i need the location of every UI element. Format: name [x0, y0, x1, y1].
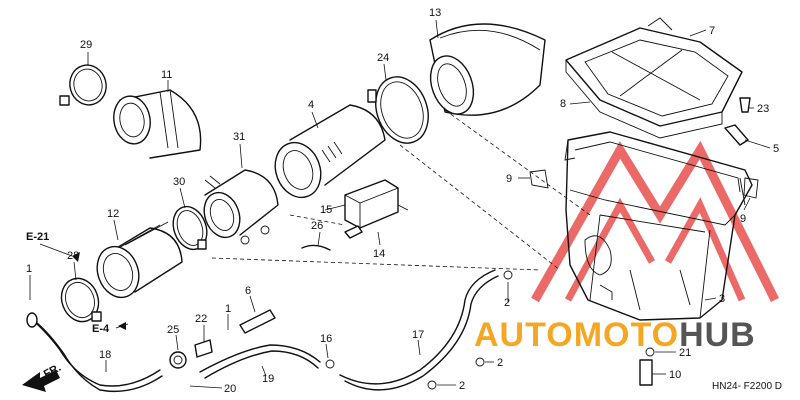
hoses: [26, 269, 499, 393]
label-4: 4: [308, 99, 314, 111]
label-28: 28: [67, 250, 79, 262]
ref-e21: E-21: [26, 231, 49, 243]
reference-lines: [211, 109, 591, 271]
label-14: 14: [373, 248, 385, 260]
label-5: 5: [773, 143, 779, 155]
clip-5: [724, 124, 749, 146]
label-11: 11: [161, 69, 172, 81]
label-9b: 9: [740, 213, 746, 225]
drain-plug-6: [239, 309, 276, 334]
label-21: 21: [679, 347, 691, 359]
drain-tube-19: [199, 344, 321, 373]
drain-plug-10: [639, 359, 653, 386]
element-holder: [274, 104, 386, 199]
label-12: 12: [107, 208, 119, 220]
band-clamp-30: [172, 205, 208, 251]
label-23: 23: [757, 103, 769, 115]
inlet-duct: [113, 89, 202, 159]
label-7: 7: [709, 25, 715, 37]
clip-9b: [743, 177, 759, 199]
connecting-tube-12: [96, 221, 183, 299]
label-2c: 2: [459, 380, 465, 392]
label-18: 18: [99, 349, 111, 361]
small-parts: [169, 97, 759, 390]
watermark-logo: [531, 140, 780, 303]
grommet-25: [169, 351, 187, 369]
drain-tube-18: [29, 317, 161, 387]
band-clamp-28: [60, 277, 102, 323]
label-1a: 1: [26, 263, 32, 275]
clip-9a: [529, 169, 549, 189]
label-10: 10: [669, 369, 681, 381]
label-19: 19: [262, 373, 274, 385]
label-22: 22: [195, 313, 207, 325]
label-17: 17: [412, 329, 424, 341]
band-clamp-24: [367, 76, 429, 144]
label-8: 8: [560, 98, 566, 110]
air-cleaner-cover: [565, 17, 743, 139]
label-25: 25: [167, 324, 179, 336]
joint-22: [194, 339, 213, 358]
label-2a: 2: [504, 297, 510, 309]
drain-tube-17: [339, 269, 496, 385]
air-filter-element: [429, 23, 546, 116]
watermark-text: AUTOMOTOHUB: [474, 316, 756, 354]
label-24: 24: [377, 52, 389, 64]
label-6: 6: [245, 285, 251, 297]
band-clamp-29: [59, 64, 107, 106]
label-31: 31: [233, 131, 245, 143]
bolt-23: [739, 97, 751, 113]
e21-arrow: [72, 252, 80, 262]
leader-lines: [29, 19, 771, 389]
label-20: 20: [224, 383, 236, 395]
label-1b: 1: [225, 303, 231, 315]
part-labels: 29 11 4 13 24 7 8 23 5 9 9 31 30 12 28 1…: [26, 7, 779, 395]
label-26: 26: [311, 220, 323, 232]
e4-arrow: [118, 322, 126, 330]
watermark-text-a: AUTOMOTO: [474, 316, 679, 354]
tube-26: [301, 244, 331, 251]
label-9a: 9: [506, 173, 512, 185]
label-16: 16: [320, 333, 332, 345]
front-arrow: [22, 370, 60, 392]
label-30: 30: [173, 176, 185, 188]
air-cleaner-case: [564, 131, 753, 321]
ref-e4: E-4: [92, 323, 110, 335]
label-29: 29: [80, 39, 92, 51]
label-2b: 2: [497, 357, 503, 369]
label-13: 13: [429, 7, 441, 19]
label-3: 3: [719, 293, 725, 305]
connecting-tube-31: [203, 169, 279, 245]
watermark-text-b: HUB: [679, 316, 756, 354]
diagram-code: HN24- F2200 D: [712, 381, 782, 392]
label-15: 15: [320, 204, 332, 216]
solenoid-valve: [344, 179, 409, 239]
